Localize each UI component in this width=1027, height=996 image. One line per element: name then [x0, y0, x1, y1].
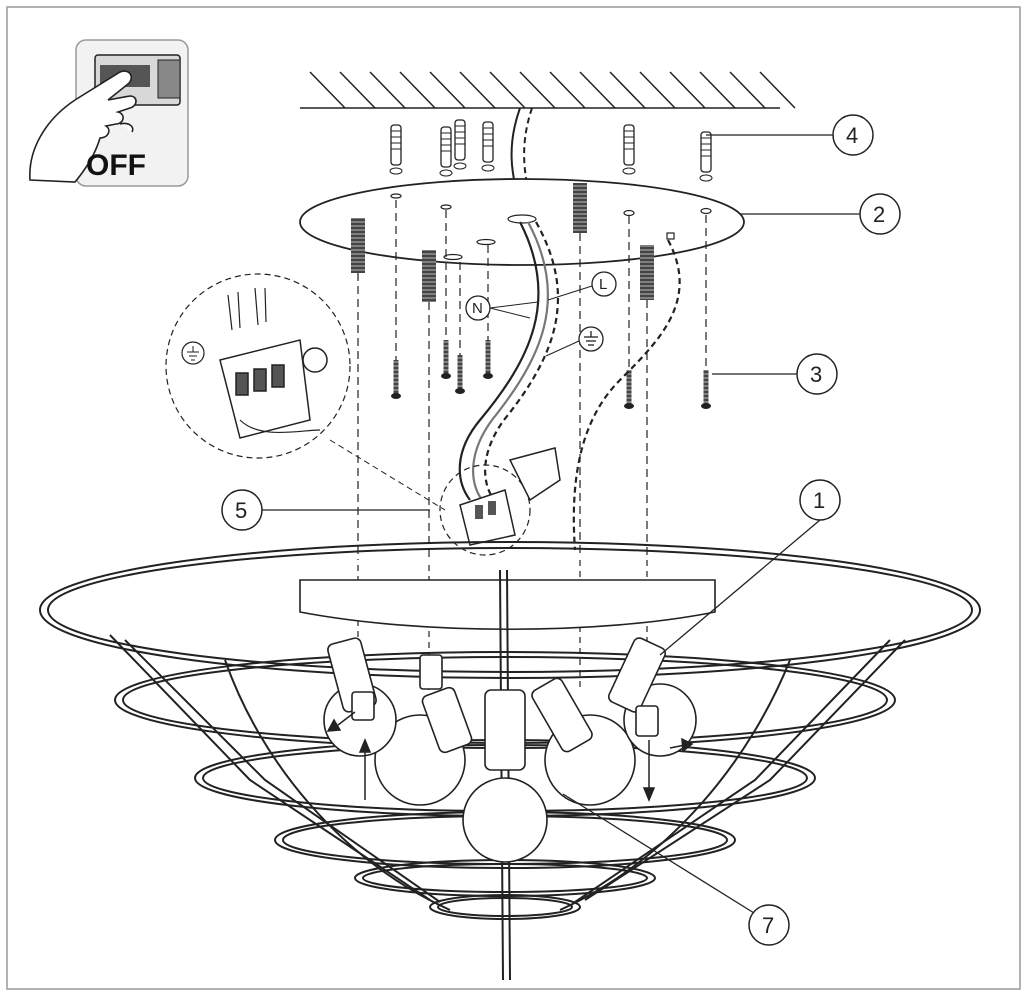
screws [391, 340, 711, 409]
screw-icon [455, 355, 465, 394]
callout-5: 5 [221, 489, 263, 531]
wall-anchor-icon [481, 121, 495, 172]
screw-icon [624, 370, 634, 409]
svg-text:7: 7 [762, 913, 774, 938]
svg-text:1: 1 [813, 488, 825, 513]
ceiling-hatch [549, 71, 586, 109]
cage-fixture [39, 541, 981, 981]
ceiling-hatch [639, 71, 676, 109]
threaded-rod-icon [351, 218, 365, 273]
page-frame [6, 6, 1021, 990]
arrows [326, 711, 694, 802]
callout-leaders [262, 134, 892, 914]
threaded-rod-icon [422, 250, 436, 302]
svg-text:4: 4 [846, 123, 858, 148]
ceiling-hatch [339, 71, 376, 109]
screw-icon [391, 360, 401, 399]
ceiling-hatch [759, 71, 796, 109]
ceiling-hatch [519, 71, 556, 109]
callout-3: 3 [796, 353, 838, 395]
lamp-terminal-block [439, 447, 561, 556]
hand-switch-off-icon [29, 70, 137, 183]
lamp-wires [458, 221, 681, 551]
threaded-rod-icon [640, 245, 654, 300]
ceiling-hatch [489, 71, 526, 109]
wall-anchors [389, 119, 713, 182]
wall-anchor-icon [453, 119, 467, 170]
ground-symbol-icon [545, 326, 604, 357]
ceiling [300, 71, 796, 109]
ceiling-hatch [399, 71, 436, 109]
screw-icon [483, 340, 493, 379]
ceiling-hatch [429, 71, 466, 109]
ceiling-hatch [309, 71, 346, 109]
ceiling-hatch [579, 71, 616, 109]
svg-text:5: 5 [235, 498, 247, 523]
mounting-plate [299, 178, 745, 266]
callout-1: 1 [799, 479, 841, 521]
wall-anchor-icon [699, 131, 713, 182]
screw-icon [701, 370, 711, 409]
bulbs [323, 637, 697, 863]
wire-label-n: N [465, 295, 539, 321]
svg-text:L: L [599, 276, 607, 293]
ceiling-hatch [369, 71, 406, 109]
callout-2: 2 [859, 193, 901, 235]
wall-anchor-icon [389, 124, 403, 175]
ceiling-hatch [609, 71, 646, 109]
terminal-detail-inset [165, 273, 446, 511]
threaded-rod-icon [573, 183, 587, 233]
callout-7: 7 [748, 904, 790, 946]
svg-text:N: N [472, 300, 483, 317]
ceiling-hatch [729, 71, 766, 109]
off-badge: OFF [29, 39, 189, 187]
screw-icon [441, 340, 451, 379]
ceiling-hatch [669, 71, 706, 109]
off-label: OFF [86, 149, 146, 182]
wire-label-l: L [547, 271, 617, 301]
callout-4: 4 [832, 114, 874, 156]
ceiling-hatch [459, 71, 496, 109]
ceiling-hatch [699, 71, 736, 109]
guide-lines [357, 200, 707, 700]
svg-text:3: 3 [810, 362, 822, 387]
inset-ground-symbol [181, 341, 205, 365]
threaded-rods [351, 183, 654, 302]
svg-text:2: 2 [873, 202, 885, 227]
wall-anchor-icon [622, 124, 636, 175]
terminal-block-icon [219, 339, 328, 439]
wall-anchor-icon [439, 126, 453, 177]
